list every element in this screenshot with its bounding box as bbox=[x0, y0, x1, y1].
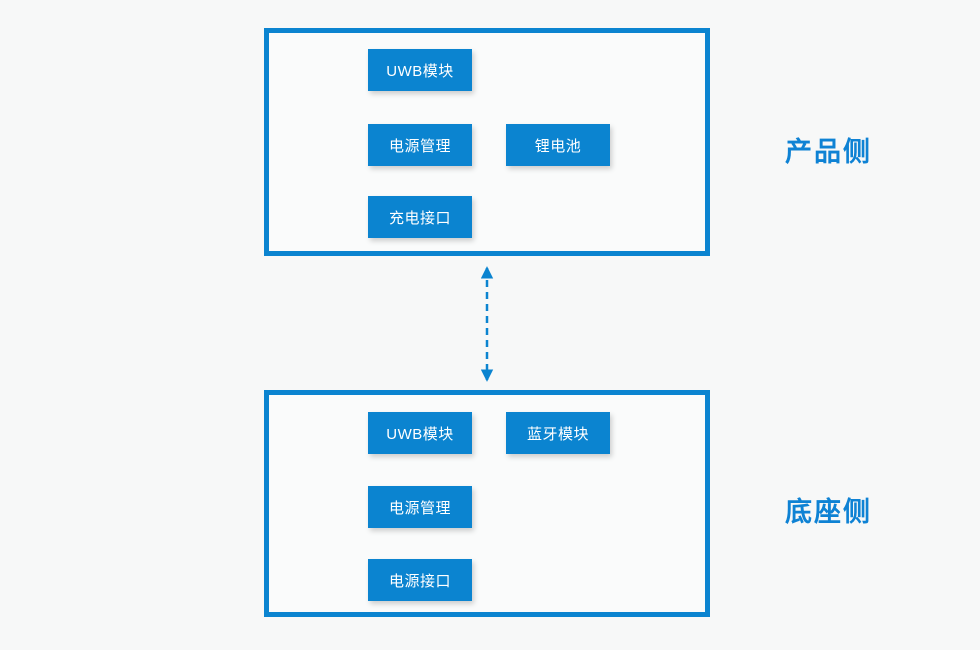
node-power-management-base: 电源管理 bbox=[368, 486, 472, 528]
node-lithium-battery: 锂电池 bbox=[506, 124, 610, 166]
node-power-management-product: 电源管理 bbox=[368, 124, 472, 166]
node-power-port: 电源接口 bbox=[368, 559, 472, 601]
product-side-label: 产品侧 bbox=[785, 137, 872, 167]
node-bluetooth-module: 蓝牙模块 bbox=[506, 412, 610, 454]
base-side-label: 底座侧 bbox=[785, 497, 872, 527]
base-side-container bbox=[264, 390, 710, 617]
node-uwb-module-base: UWB模块 bbox=[368, 412, 472, 454]
node-uwb-module-product: UWB模块 bbox=[368, 49, 472, 91]
node-charging-port: 充电接口 bbox=[368, 196, 472, 238]
product-side-container bbox=[264, 28, 710, 256]
